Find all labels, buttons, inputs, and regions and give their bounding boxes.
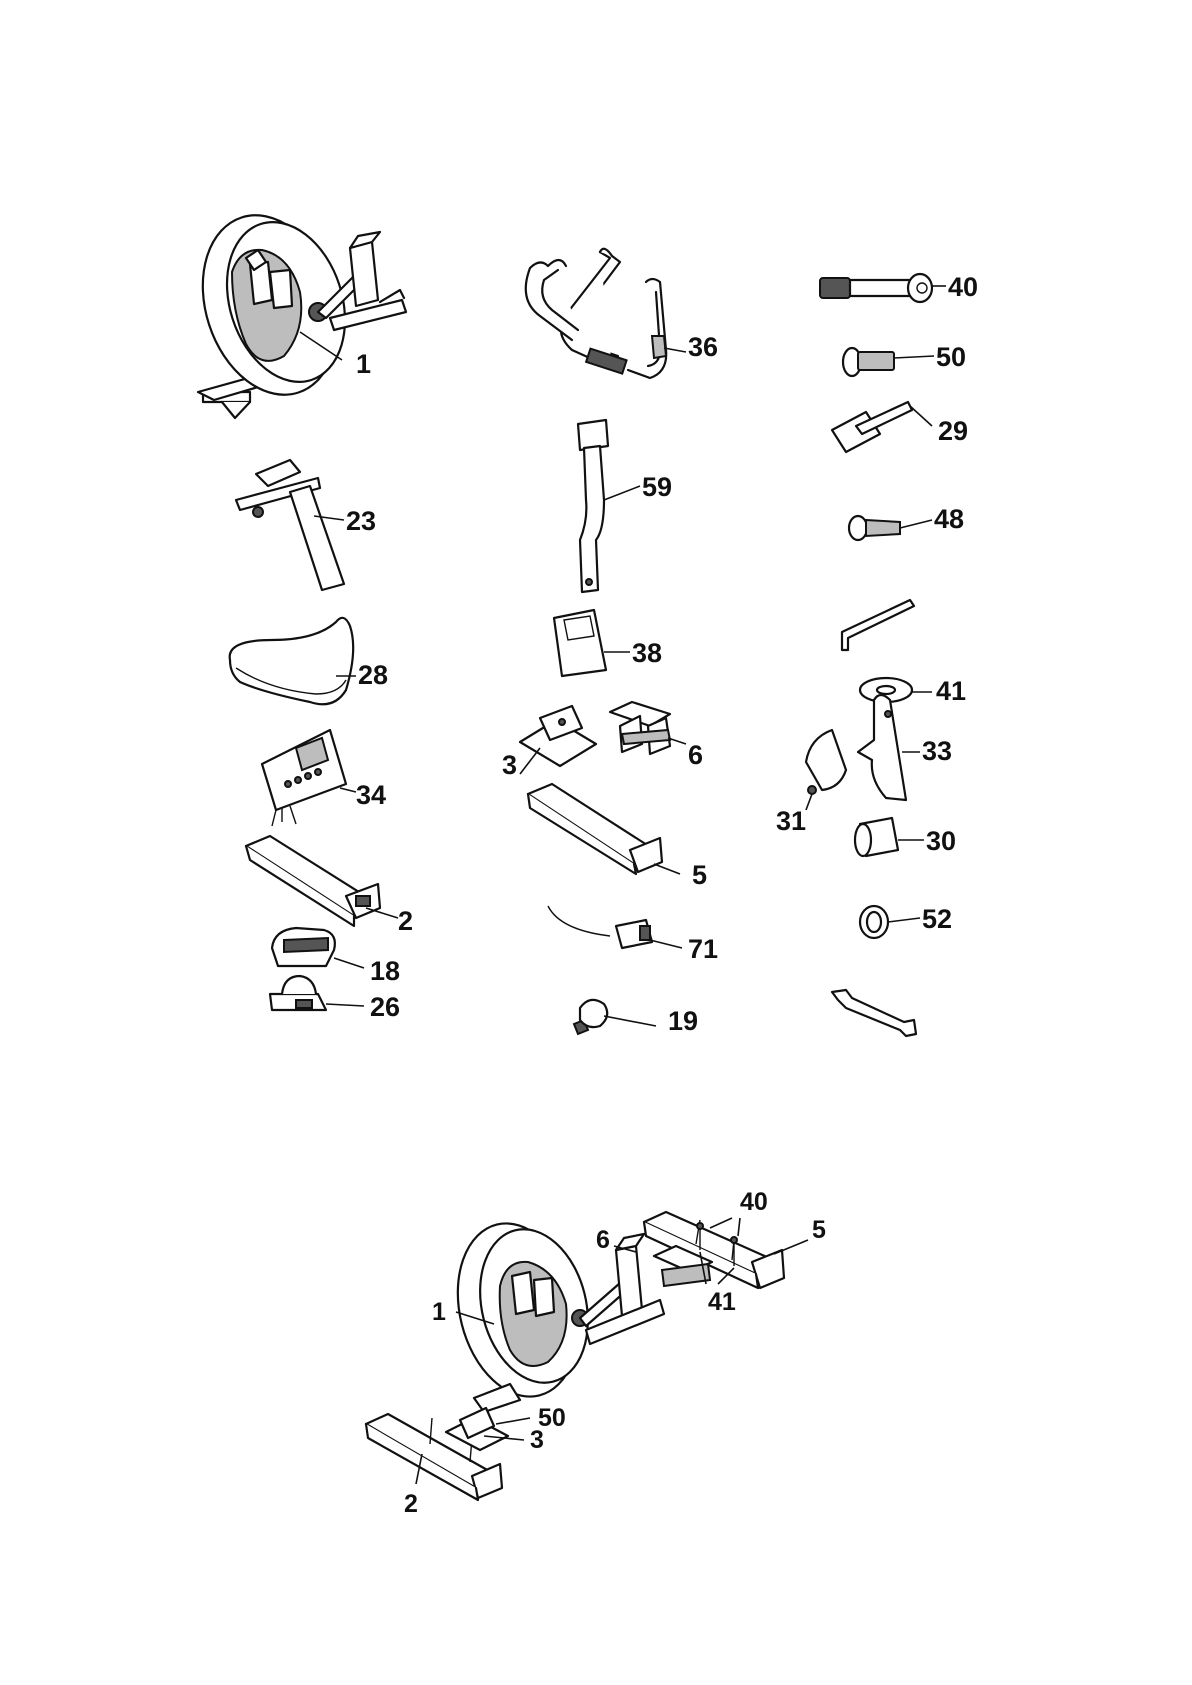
- leader-50: [894, 356, 934, 358]
- leader-3: [520, 748, 540, 774]
- t-knob-part: [832, 402, 912, 452]
- label-2: 2: [398, 906, 413, 936]
- leader-19: [604, 1016, 656, 1026]
- main-frame-part: [181, 198, 406, 418]
- assembly-leader-5: [774, 1240, 808, 1254]
- front-bracket-part: [520, 706, 596, 766]
- front-stabilizer-part: [246, 836, 380, 926]
- leader-18: [334, 958, 364, 968]
- assembly-label-3: 3: [530, 1426, 544, 1454]
- assembly-label-1: 1: [432, 1298, 446, 1326]
- assembly-label-6: 6: [596, 1226, 610, 1254]
- leader-52: [888, 918, 920, 922]
- long-bolt-part: [820, 274, 932, 302]
- cover-plate-part: [858, 695, 906, 800]
- label-31: 31: [776, 806, 806, 836]
- label-18: 18: [370, 956, 400, 986]
- label-41: 41: [936, 676, 966, 706]
- post-cover-part: [554, 610, 606, 676]
- console-part: [262, 730, 346, 826]
- ac-adapter-part: [548, 906, 652, 948]
- clip-part: [806, 730, 846, 794]
- assembly-label-2: 2: [404, 1490, 418, 1518]
- label-26: 26: [370, 992, 400, 1022]
- leader-34: [340, 788, 356, 792]
- leader-31: [806, 794, 812, 810]
- spacer-ring-part: [860, 906, 888, 938]
- rear-bracket-part: [610, 702, 670, 754]
- rear-stabilizer-part: [528, 784, 662, 874]
- label-34: 34: [356, 780, 386, 810]
- leader-26: [326, 1004, 364, 1006]
- assembly-main-frame: [440, 1211, 664, 1412]
- right-pedal-part: [270, 976, 326, 1010]
- leader-59: [604, 486, 640, 500]
- seat-post-part: [236, 460, 344, 590]
- label-40: 40: [948, 272, 978, 302]
- wrench-part: [832, 990, 916, 1036]
- bushing-part: [855, 818, 898, 856]
- seat-part: [230, 618, 354, 704]
- label-5: 5: [692, 860, 707, 890]
- tension-knob-part: [574, 1000, 607, 1034]
- label-71: 71: [688, 934, 718, 964]
- leader-29: [910, 406, 932, 426]
- leader-71: [650, 940, 682, 948]
- leader-6: [668, 738, 686, 744]
- leader-5: [654, 864, 680, 874]
- label-50: 50: [936, 342, 966, 372]
- assembly-leader-40b: [738, 1218, 740, 1236]
- assembly-front-bracket: [446, 1408, 508, 1450]
- label-6: 6: [688, 740, 703, 770]
- label-29: 29: [938, 416, 968, 446]
- label-36: 36: [688, 332, 718, 362]
- leader-48: [900, 520, 932, 528]
- handlebar-part: [526, 249, 666, 378]
- left-pedal-part: [272, 928, 335, 966]
- label-1: 1: [356, 349, 371, 379]
- label-30: 30: [926, 826, 956, 856]
- assembly-label-41: 41: [708, 1288, 736, 1316]
- assembly-leader-50: [496, 1418, 530, 1424]
- label-19: 19: [668, 1006, 698, 1036]
- handlebar-post-part: [578, 420, 608, 592]
- assembly-leader-40a: [710, 1218, 732, 1228]
- carriage-bolt-part: [843, 348, 894, 376]
- label-28: 28: [358, 660, 388, 690]
- label-23: 23: [346, 506, 376, 536]
- leader-36: [664, 348, 686, 352]
- label-48: 48: [934, 504, 964, 534]
- allen-key-part: [842, 600, 914, 650]
- label-38: 38: [632, 638, 662, 668]
- label-52: 52: [922, 904, 952, 934]
- assembly-label-40: 40: [740, 1188, 768, 1216]
- label-59: 59: [642, 472, 672, 502]
- label-33: 33: [922, 736, 952, 766]
- label-3: 3: [502, 750, 517, 780]
- assembly-label-5: 5: [812, 1216, 826, 1244]
- screw-part: [849, 516, 900, 540]
